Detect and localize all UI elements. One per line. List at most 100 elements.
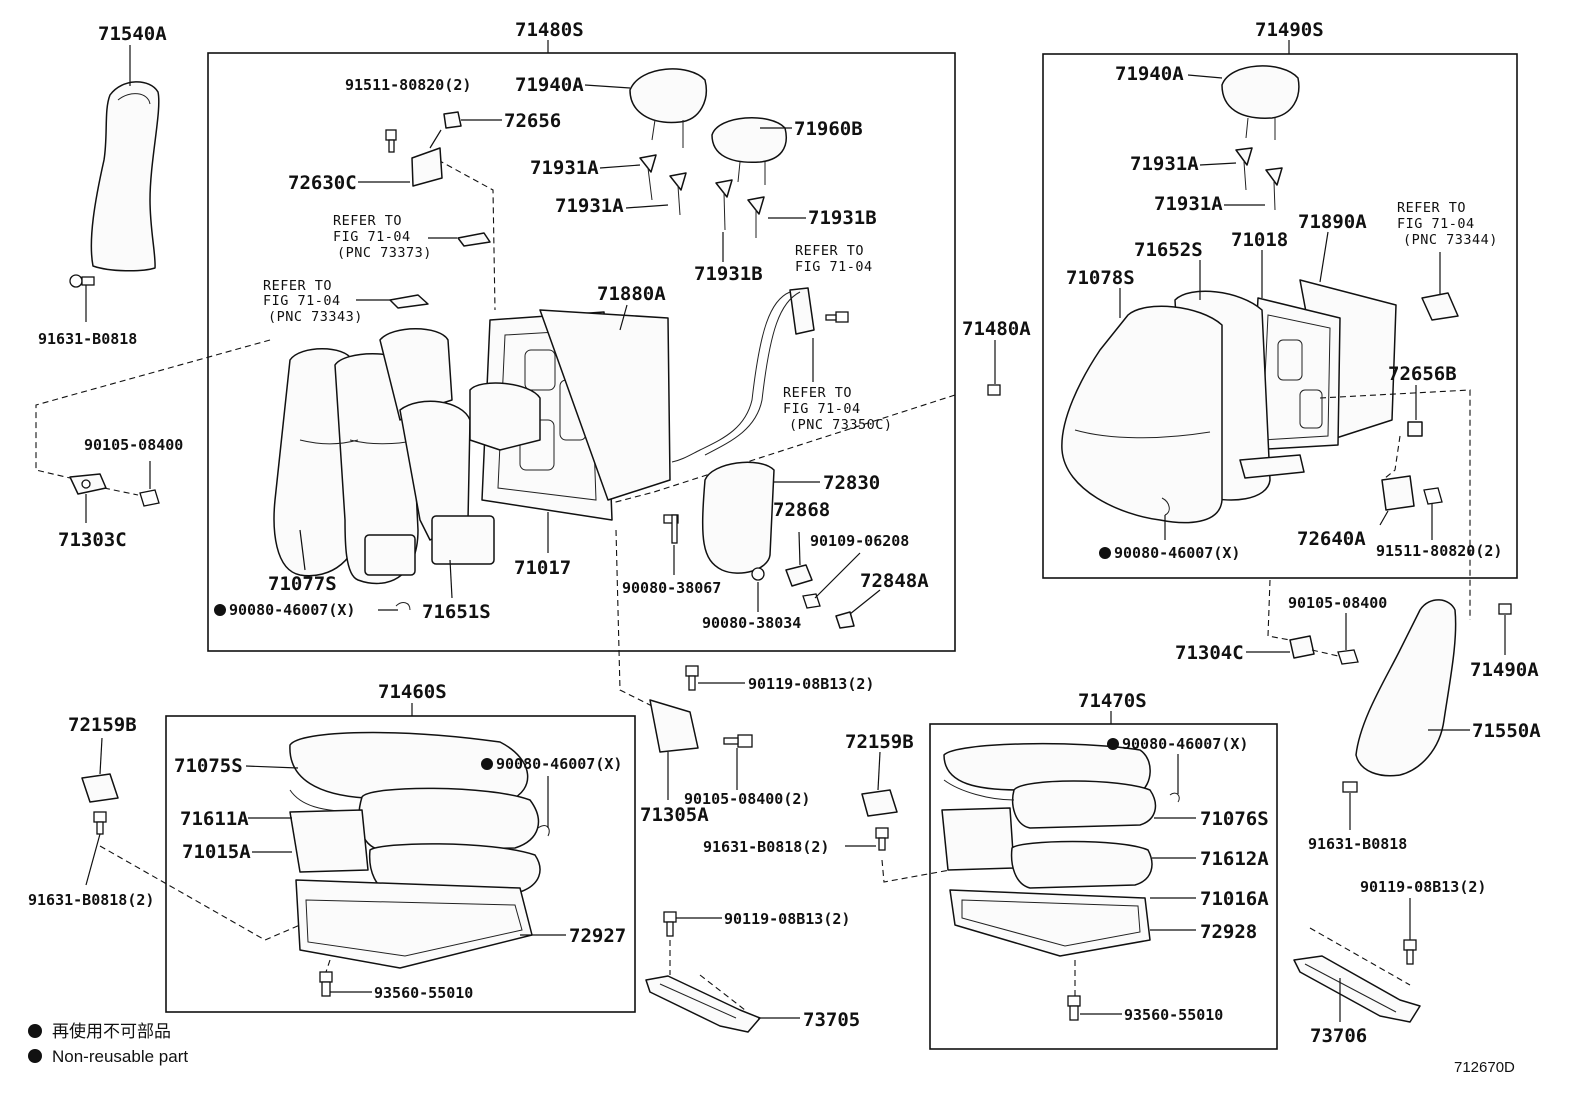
label-71612A: 71612A — [1200, 848, 1269, 870]
label-72656B: 72656B — [1388, 363, 1457, 385]
label-72928: 72928 — [1200, 921, 1257, 943]
label-71931B-a1: 71931B — [808, 207, 877, 229]
label-91511-80820-b: 91511-80820(2) — [1376, 542, 1502, 560]
seatbelt-shape — [671, 287, 849, 463]
clip-72159B-left-shape — [81, 773, 119, 803]
label-93560-55010-b: 93560-55010 — [1124, 1006, 1223, 1024]
label-91631-B0818-2-mid: 91631-B0818(2) — [703, 838, 829, 856]
figure-code: 712670D — [1454, 1059, 1515, 1076]
label-91511-80820-a: 91511-80820(2) — [345, 76, 471, 94]
label-73706: 73706 — [1310, 1025, 1367, 1047]
label-90080-46007-b: 90080-46007(X) — [1114, 544, 1240, 562]
label-71490A: 71490A — [1470, 659, 1539, 681]
label-90109-06208: 90109-06208 — [810, 532, 909, 550]
label-71540A: 71540A — [98, 23, 167, 45]
label-71960B: 71960B — [794, 118, 863, 140]
ref-73350C-line3: (PNC 73350C) — [789, 417, 893, 433]
ref-73344-line3: (PNC 73344) — [1403, 232, 1498, 248]
ref-73344-line2: FIG 71-04 — [1397, 216, 1475, 232]
rail-73706-shape — [1293, 898, 1421, 1023]
bolt-71480A-shape — [987, 384, 1001, 396]
label-90080-46007-a: 90080-46007(X) — [229, 601, 355, 619]
ref-belt-line1: REFER TO — [795, 243, 864, 259]
legend-dot-en — [28, 1049, 42, 1063]
label-71075S: 71075S — [174, 755, 243, 777]
ref-73373-line2: FIG 71-04 — [333, 229, 411, 245]
bracket-71305A-shape — [649, 665, 753, 800]
label-71015A: 71015A — [182, 841, 251, 863]
label-71480A: 71480A — [962, 318, 1031, 340]
label-group-71470S: 71470S — [1078, 690, 1147, 712]
nonreusable-dot-d — [1107, 738, 1119, 750]
label-71890A: 71890A — [1298, 211, 1367, 233]
label-72159B-left: 72159B — [68, 714, 137, 736]
label-90080-46007-d: 90080-46007(X) — [1122, 735, 1248, 753]
headrest-right-shape — [1187, 65, 1300, 211]
label-72159B-mid: 72159B — [845, 731, 914, 753]
group-box-71480S — [207, 52, 956, 652]
label-71016A: 71016A — [1200, 888, 1269, 910]
label-90119-08B13-c: 90119-08B13(2) — [1360, 878, 1486, 896]
label-90119-08B13-b: 90119-08B13(2) — [724, 910, 850, 928]
label-90080-46007-c: 90080-46007(X) — [496, 755, 622, 773]
rail-73705-shape — [645, 911, 800, 1033]
seatback-right-shape — [1061, 231, 1397, 540]
label-71931A-a2: 71931A — [555, 195, 624, 217]
label-91631-B0818-left: 91631-B0818 — [38, 330, 137, 348]
nonreusable-dot-a — [214, 604, 226, 616]
label-71940A-a: 71940A — [515, 74, 584, 96]
label-group-71480S: 71480S — [515, 19, 584, 41]
label-91631-B0818-right: 91631-B0818 — [1308, 835, 1407, 853]
label-72830: 72830 — [823, 472, 880, 494]
seatback-cover-71077S-shape — [273, 328, 541, 599]
label-91631-B0818-2-left: 91631-B0818(2) — [28, 891, 154, 909]
label-90119-08B13-a: 90119-08B13(2) — [748, 675, 874, 693]
ref-73343-line3: (PNC 73343) — [268, 309, 363, 325]
label-72630C: 72630C — [288, 172, 357, 194]
label-72656: 72656 — [504, 110, 561, 132]
label-71304C: 71304C — [1175, 642, 1244, 664]
hinge-cover-left-shape — [69, 45, 160, 322]
clip-72656B-shape — [1407, 421, 1423, 437]
label-71611A: 71611A — [180, 808, 249, 830]
label-73705: 73705 — [803, 1009, 860, 1031]
label-71931A-a1: 71931A — [530, 157, 599, 179]
label-71017: 71017 — [514, 557, 571, 579]
legend-dot-jp — [28, 1024, 42, 1038]
seat-cushion-right-shape — [941, 742, 1196, 1021]
label-group-71460S: 71460S — [378, 681, 447, 703]
clip-73343-shape — [389, 294, 429, 309]
ref-belt-line2: FIG 71-04 — [795, 259, 873, 275]
armrest-72830-shape — [663, 461, 881, 629]
ref-73373-line1: REFER TO — [333, 213, 402, 229]
backboard-71880A-shape — [539, 309, 671, 501]
label-71078S: 71078S — [1066, 267, 1135, 289]
label-72927: 72927 — [569, 925, 626, 947]
nonreusable-dot-b — [1099, 547, 1111, 559]
clip-72159B-mid-shape — [861, 789, 898, 817]
label-71077S: 71077S — [268, 573, 337, 595]
label-71940A-b: 71940A — [1115, 63, 1184, 85]
headrest-left-shape — [584, 68, 806, 262]
label-93560-55010-a: 93560-55010 — [374, 984, 473, 1002]
label-71931A-b2: 71931A — [1154, 193, 1223, 215]
label-72868: 72868 — [773, 499, 830, 521]
hinge-cover-right-shape — [1342, 599, 1512, 830]
hinge-71304C-shape — [1289, 635, 1315, 659]
label-71880A: 71880A — [597, 283, 666, 305]
label-90105-08400-right: 90105-08400 — [1288, 594, 1387, 612]
bracket-72630C-shape — [358, 111, 502, 187]
group-box-71470S — [929, 723, 1278, 1050]
bracket-72640A-shape — [1381, 475, 1415, 511]
ref-73343-line1: REFER TO — [263, 278, 332, 294]
ref-73350C-line2: FIG 71-04 — [783, 401, 861, 417]
ref-73373-line3: (PNC 73373) — [337, 245, 432, 261]
label-90080-38034: 90080-38034 — [702, 614, 801, 632]
label-group-71490S: 71490S — [1255, 19, 1324, 41]
label-71303C: 71303C — [58, 529, 127, 551]
label-71931B-a2: 71931B — [694, 263, 763, 285]
label-71018: 71018 — [1231, 229, 1288, 251]
label-71550A: 71550A — [1472, 720, 1541, 742]
ref-73343-line2: FIG 71-04 — [263, 293, 341, 309]
label-90105-08400-left: 90105-08400 — [84, 436, 183, 454]
